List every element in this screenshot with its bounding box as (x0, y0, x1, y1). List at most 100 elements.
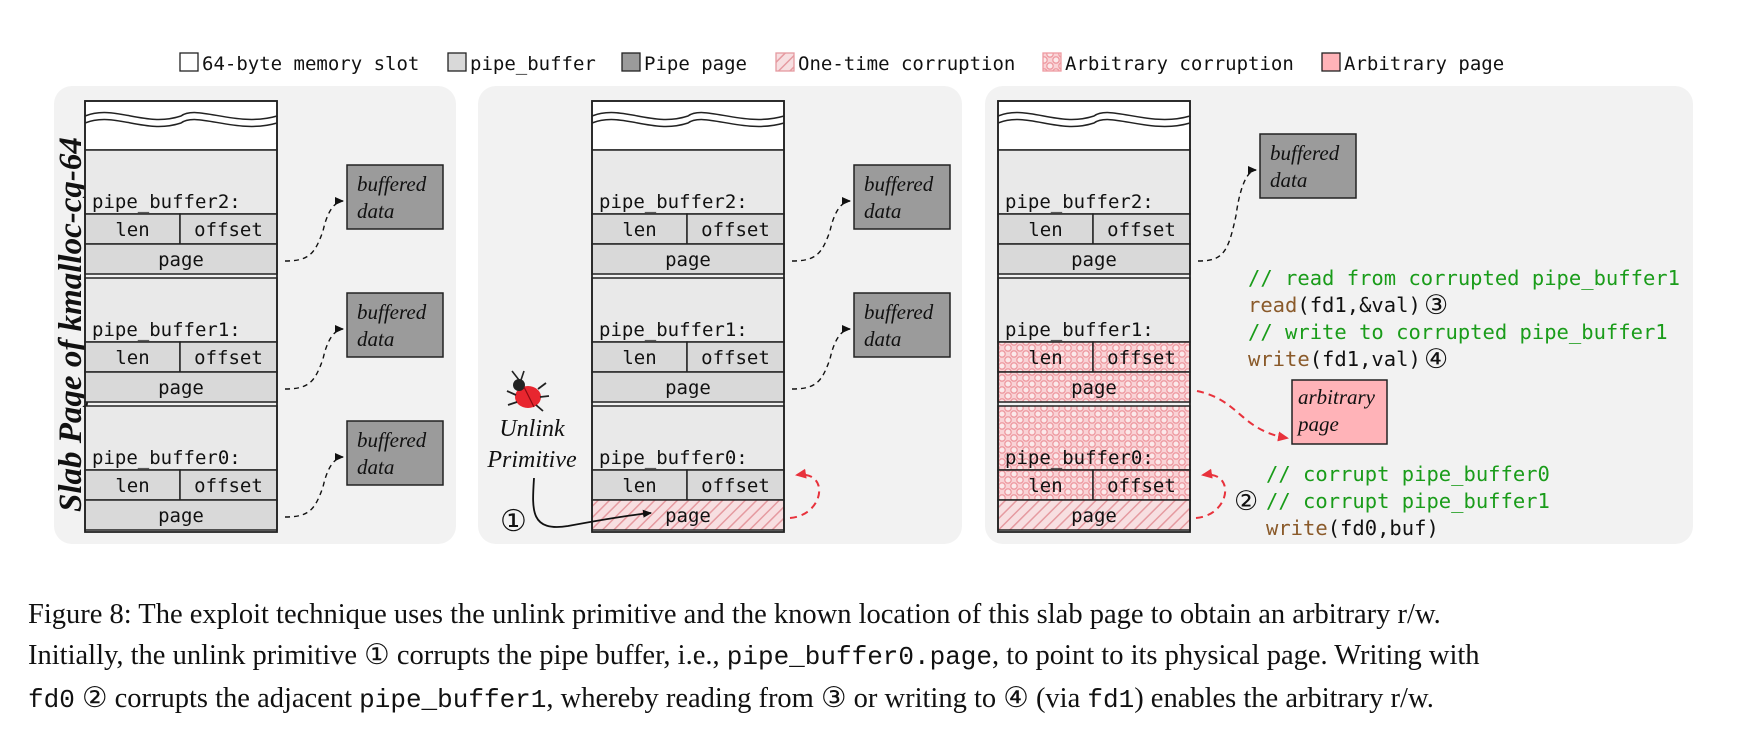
buffered-data-box (853, 292, 951, 358)
caption-code-fd1: fd1 (1087, 685, 1135, 715)
offset-field (179, 469, 278, 501)
arbitrary-page-arrow (1196, 390, 1289, 442)
legend-label-arbitrary-page: Arbitrary page (1344, 53, 1504, 75)
slab-wave-top-p1 (84, 100, 278, 121)
page-field (84, 371, 278, 403)
offset-label: offset (701, 219, 770, 241)
caption-code-fd0: fd0 (28, 685, 75, 715)
code-write-fd0-args: (fd0,buf) (1328, 516, 1439, 540)
slot-name-area (84, 405, 278, 471)
buffered-data-line2: data (864, 327, 901, 351)
offset-label: offset (1107, 347, 1176, 369)
buffered-data-box (853, 164, 951, 230)
buffer-pointer-arrow (1197, 166, 1257, 262)
page-field (591, 243, 785, 275)
arbitrary-page-line2: page (1296, 412, 1339, 436)
slot-name-area (84, 277, 278, 343)
caption-line-3b: , whereby reading from ③ or writing to ④… (546, 683, 1088, 714)
code-read-call: read(fd1,&val) (1248, 293, 1421, 317)
legend-swatch-arbitrary-corruption (1042, 52, 1062, 72)
unlink-label-line1: Unlink (499, 416, 565, 442)
pipe-buffer-name: pipe_buffer1: (599, 319, 748, 341)
slab-wave-bottom-p3 (997, 118, 1191, 128)
caption-code-pipe-buffer1: pipe_buffer1 (359, 685, 547, 715)
code-comment-write: // write to corrupted pipe_buffer1 (1248, 320, 1668, 344)
offset-label: offset (701, 347, 770, 369)
pipe-buffer-name: pipe_buffer1: (92, 319, 241, 341)
slab-outline-p2 (591, 100, 785, 533)
page-label: page (1071, 505, 1117, 527)
caption-line-2b: , to point to its physical page. Writing… (992, 640, 1480, 671)
slot-name-area (997, 149, 1191, 215)
buffered-data-line1: buffered (1270, 141, 1340, 165)
legend-label-arbitrary-corruption: Arbitrary corruption (1065, 53, 1294, 75)
buffered-data-line2: data (357, 327, 394, 351)
legend-swatch-pipe-buffer (447, 52, 467, 72)
self-loop-arrow-p2 (789, 468, 821, 519)
offset-field (686, 341, 785, 373)
page-label: page (158, 249, 204, 271)
unlink-arrow (532, 477, 652, 528)
len-label: len (115, 219, 149, 241)
self-loop-arrow-p3 (1195, 468, 1227, 519)
slot-name-area (997, 405, 1191, 471)
offset-label: offset (701, 475, 770, 497)
legend-label-slot: 64-byte memory slot (202, 53, 419, 75)
arbitrary-page-line1: arbitrary (1298, 385, 1376, 409)
page-label: page (665, 505, 711, 527)
code-comment-corrupt1: // corrupt pipe_buffer1 (1266, 489, 1550, 513)
slab-wave-bottom-p1 (84, 118, 278, 128)
buffered-data-line2: data (864, 199, 901, 223)
offset-field (179, 213, 278, 245)
buffered-data-line2: data (357, 455, 394, 479)
bug-icon (506, 370, 550, 412)
offset-field (1092, 341, 1191, 373)
pipe-buffer-name: pipe_buffer2: (1005, 191, 1154, 213)
len-label: len (115, 475, 149, 497)
slot-name-area (591, 405, 785, 471)
slab-page-label: Slab Page of kmalloc-cg-64 (53, 137, 89, 512)
caption-line-1: Figure 8: The exploit technique uses the… (28, 599, 1441, 630)
pipe-buffer-name: pipe_buffer0: (599, 447, 748, 469)
pipe-buffer-name: pipe_buffer1: (1005, 319, 1154, 341)
slab-wave-top-p3 (997, 100, 1191, 121)
step-4-marker: ④ (1424, 344, 1448, 375)
slab-wave-top-p2 (591, 100, 785, 121)
legend-swatch-one-time (775, 52, 795, 72)
buffered-data-box (346, 420, 444, 486)
legend-label-pipe-page: Pipe page (644, 53, 747, 75)
buffered-data-line1: buffered (357, 428, 427, 452)
len-label: len (622, 347, 656, 369)
buffered-data-box (346, 164, 444, 230)
caption-line-3a: ② corrupts the adjacent (74, 683, 360, 714)
offset-label: offset (194, 347, 263, 369)
page-label: page (158, 505, 204, 527)
offset-label: offset (1107, 475, 1176, 497)
code-write-args: (fd1,val) (1310, 347, 1421, 371)
exploit-diagram: 64-byte memory slot pipe_buffer Pipe pag… (53, 52, 1693, 544)
arbitrary-page-box (1291, 379, 1388, 445)
pipe-buffer-name: pipe_buffer0: (1005, 447, 1154, 469)
buffered-data-box (346, 292, 444, 358)
buffered-data-line1: buffered (357, 172, 427, 196)
pipe-buffer-name: pipe_buffer0: (92, 447, 241, 469)
caption-line-3: fd0 ② corrupts the adjacent pipe_buffer1… (28, 678, 1718, 721)
page-field (591, 371, 785, 403)
len-field (84, 341, 181, 373)
page-field (84, 243, 278, 275)
step-3-marker: ③ (1424, 290, 1448, 321)
code-write-fd0-fn: write (1266, 516, 1328, 540)
page-label: page (665, 377, 711, 399)
len-label: len (1028, 475, 1062, 497)
code-comment-read: // read from corrupted pipe_buffer1 (1248, 266, 1680, 290)
offset-label: offset (194, 475, 263, 497)
unlink-label-line2: Primitive (486, 447, 577, 473)
page-field (997, 243, 1191, 275)
len-field (84, 469, 181, 501)
step-2-marker: ② (1234, 486, 1258, 517)
code-read-args: (fd1,&val) (1297, 293, 1420, 317)
buffered-data-line1: buffered (864, 300, 934, 324)
code-write-call: write(fd1,val) (1248, 347, 1421, 371)
offset-label: offset (194, 219, 263, 241)
slab-wave-bottom-p2 (591, 118, 785, 128)
